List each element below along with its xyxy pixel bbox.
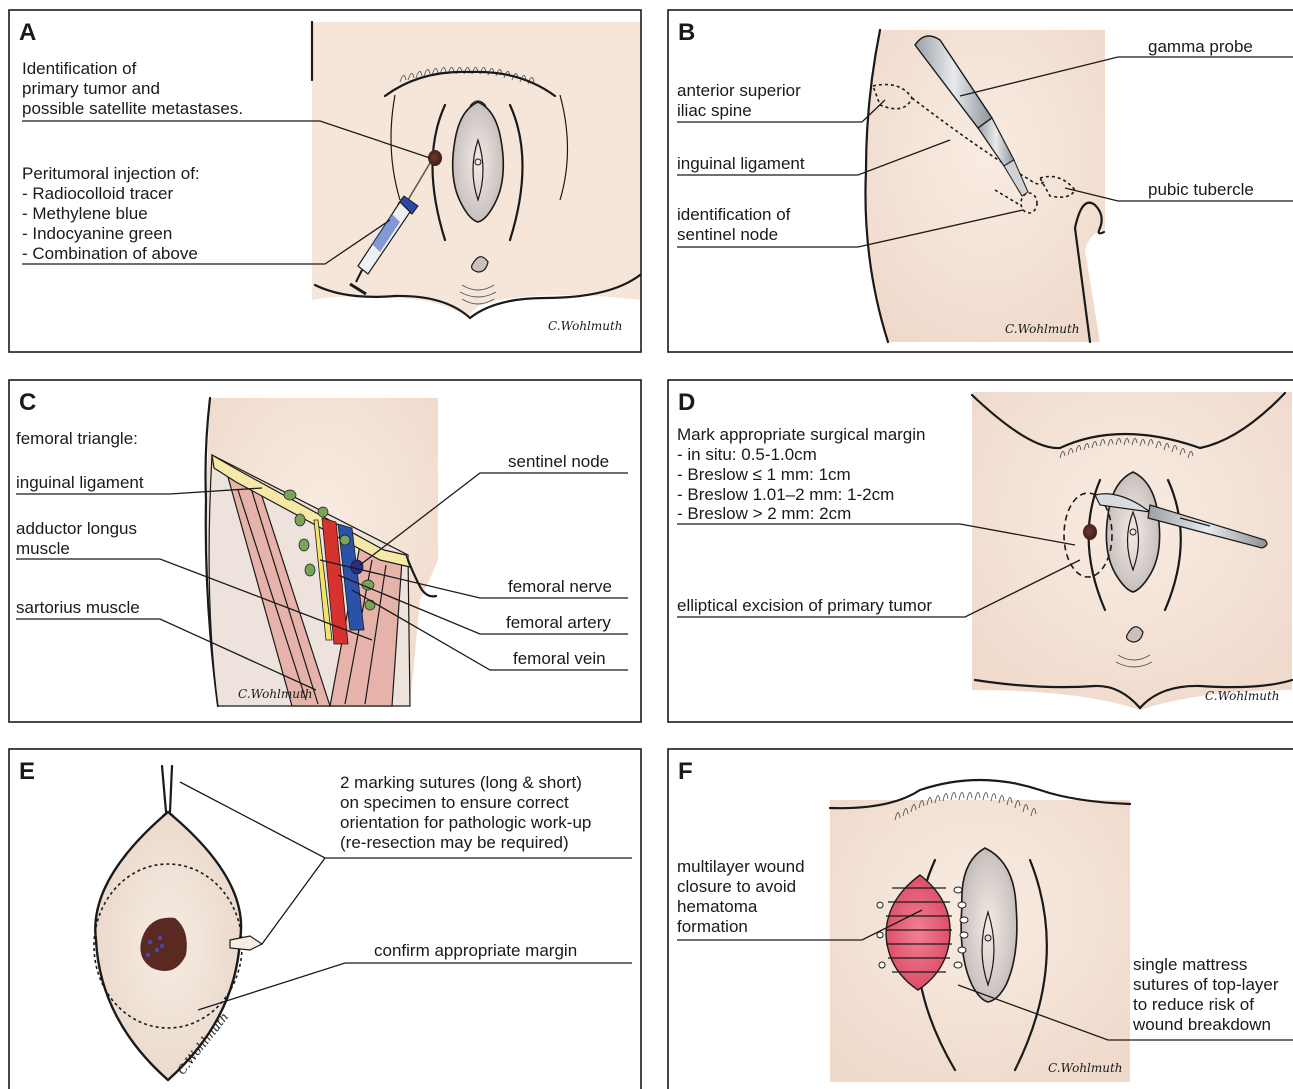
panel-f-letter: F [678,758,693,785]
panel-c-signature: C.Wohlmuth [238,687,313,701]
panel-e: E C.Wohlmuth 2 marking sutures (long & s… [9,749,641,1089]
panel-a-injection-line-2: - Radiocolloid tracer [22,184,174,203]
panel-c-letter: C [19,389,36,416]
panel-f-signature: C.Wohlmuth [1048,1061,1123,1075]
panel-c-femoral-vein-label: femoral vein [513,649,606,668]
panel-f-mattress-line-1: single mattress [1133,955,1247,974]
panel-a-letter: A [19,19,36,46]
panel-f-closure-line-1: multilayer wound [677,857,805,876]
panel-d-margin-line-1: Mark appropriate surgical margin [677,425,926,444]
panel-b-letter: B [678,19,695,46]
panel-e-margin-label: confirm appropriate margin [374,941,577,960]
panel-f-mattress-line-3: to reduce risk of [1133,995,1254,1014]
panel-f-closure-line-4: formation [677,917,748,936]
panel-f-closure-line-3: hematoma [677,897,758,916]
panel-c-adductor-line-2: muscle [16,539,70,558]
panel-e-sutures-line-2: on specimen to ensure correct [340,793,569,812]
panel-b-sentinel-line-2: sentinel node [677,225,778,244]
panel-b-groin-illustration: C.Wohlmuth [865,30,1105,342]
panel-b-signature: C.Wohlmuth [1005,322,1080,336]
panel-a-tumor-label-line-2: primary tumor and [22,79,160,98]
panel-b: B C.Wohlmuth gamma probe anterior su [668,10,1293,352]
primary-tumor-icon [1083,524,1097,540]
panel-d-margin-line-3: - Breslow ≤ 1 mm: 1cm [677,465,851,484]
panel-d-perineum-illustration: C.Wohlmuth [972,392,1292,710]
panel-a-tumor-label-line-1: Identification of [22,59,137,78]
panel-c-adductor-line-1: adductor longus [16,519,137,538]
panel-d: D C.Wohlmuth [668,380,1293,722]
panel-e-letter: E [19,758,35,785]
panel-b-asis-line-2: iliac spine [677,101,752,120]
panel-c-femoral-triangle-label: femoral triangle: [16,429,138,448]
panel-f-mattress-line-4: wound breakdown [1132,1015,1271,1034]
panel-f-closure-line-2: closure to avoid [677,877,796,896]
panel-a-perineum-illustration: C.Wohlmuth [312,22,640,333]
panel-a-signature: C.Wohlmuth [548,319,623,333]
sentinel-node-icon [351,560,363,574]
panel-e-sutures-line-3: orientation for pathologic work-up [340,813,591,832]
panel-c-femoral-nerve-label: femoral nerve [508,577,612,596]
panel-c: C [9,380,641,722]
panel-c-femoral-triangle-illustration: C.Wohlmuth [206,398,439,706]
panel-d-margin-line-4: - Breslow 1.01–2 mm: 1-2cm [677,485,894,504]
panel-f: F [668,749,1293,1089]
panel-b-gamma-probe-label: gamma probe [1148,37,1253,56]
panel-a: A [9,10,641,352]
panel-a-tumor-label-line-3: possible satellite metastases. [22,99,243,118]
panel-c-sentinel-node-label: sentinel node [508,452,609,471]
panel-a-injection-line-4: - Indocyanine green [22,224,172,243]
panel-a-injection-line-1: Peritumoral injection of: [22,164,200,183]
panel-a-injection-line-3: - Methylene blue [22,204,148,223]
panel-c-inguinal-ligament-label: inguinal ligament [16,473,144,492]
panel-b-pubic-tubercle-label: pubic tubercle [1148,180,1254,199]
panel-e-sutures-line-4: (re-resection may be required) [340,833,569,852]
panel-e-sutures-label: 2 marking sutures (long & short) on spec… [340,773,596,852]
panel-d-margin-line-2: - in situ: 0.5-1.0cm [677,445,817,464]
panel-a-injection-line-5: - Combination of above [22,244,198,263]
panel-b-asis-line-1: anterior superior [677,81,801,100]
panel-f-mattress-line-2: sutures of top-layer [1133,975,1279,994]
panel-e-sutures-line-1: 2 marking sutures (long & short) [340,773,582,792]
panel-d-margin-line-5: - Breslow > 2 mm: 2cm [677,504,851,523]
panel-d-letter: D [678,389,695,416]
panel-b-sentinel-line-1: identification of [677,205,791,224]
panel-b-inguinal-ligament-label: inguinal ligament [677,154,805,173]
panel-c-femoral-artery-label: femoral artery [506,613,611,632]
panel-c-sartorius-label: sartorius muscle [16,598,140,617]
panel-f-perineum-illustration: C.Wohlmuth [830,780,1130,1082]
panel-d-signature: C.Wohlmuth [1205,689,1280,703]
panel-b-sentinel-label: identification of sentinel node [677,205,795,244]
panel-d-excision-label: elliptical excision of primary tumor [677,596,932,615]
